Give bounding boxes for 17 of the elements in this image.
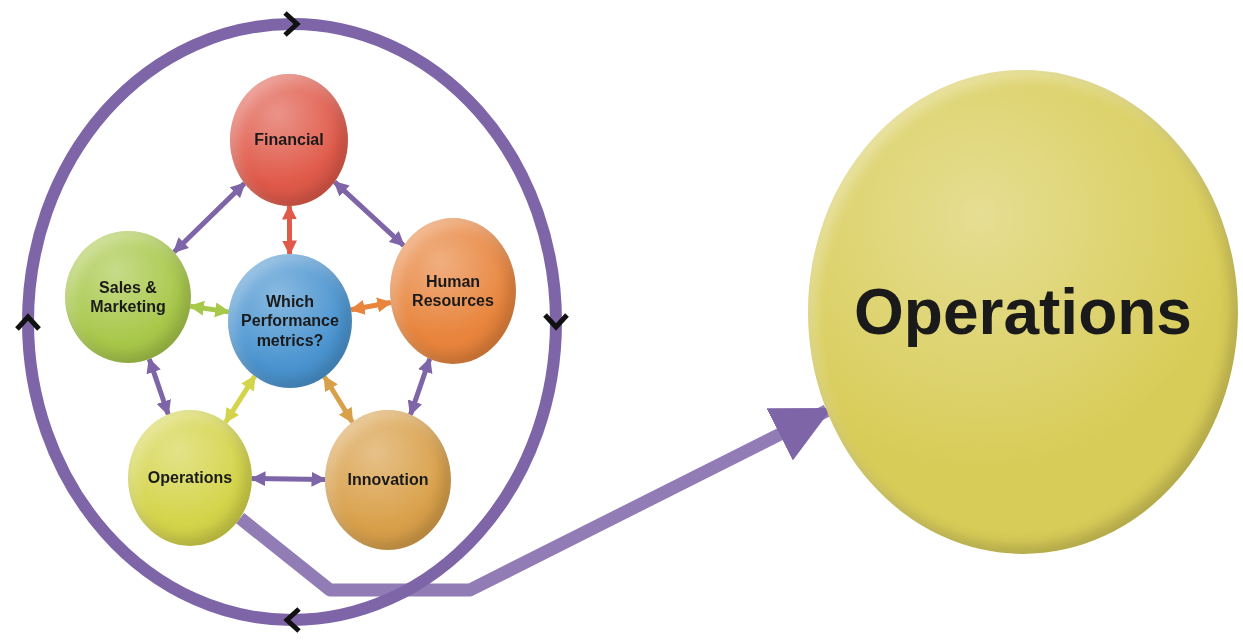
node-label: Operations bbox=[146, 468, 234, 488]
double-arrow bbox=[349, 297, 393, 315]
node-label: Which Performance metrics? bbox=[240, 292, 340, 350]
node-label: Sales & Marketing bbox=[89, 277, 167, 317]
node-label: Financial bbox=[253, 130, 325, 150]
node-label: Innovation bbox=[346, 470, 430, 490]
double-arrow bbox=[250, 471, 327, 487]
double-arrow bbox=[188, 300, 231, 318]
double-arrow bbox=[223, 374, 257, 424]
double-arrow bbox=[172, 181, 247, 254]
node-label: Human Resources bbox=[411, 271, 495, 311]
double-arrow bbox=[281, 204, 298, 256]
double-arrow bbox=[332, 180, 406, 248]
double-arrow bbox=[146, 357, 171, 416]
double-arrow bbox=[407, 357, 433, 416]
double-arrow bbox=[322, 375, 355, 424]
node-label: Operations bbox=[853, 274, 1193, 350]
